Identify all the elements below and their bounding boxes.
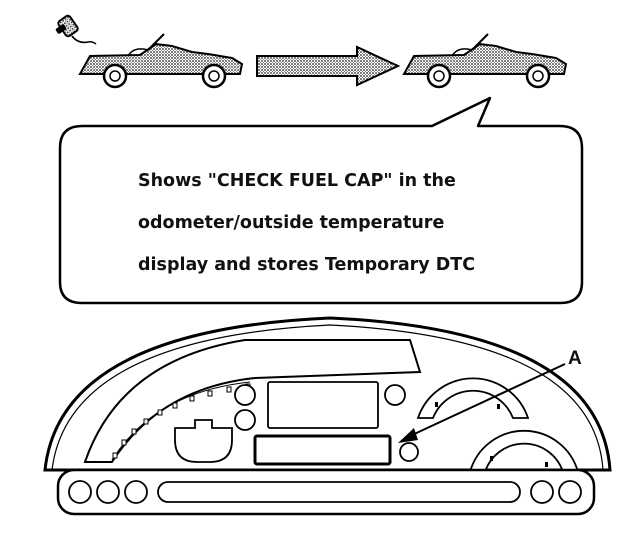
car-after-icon — [402, 33, 568, 89]
car-before-icon — [78, 33, 244, 89]
transition-arrow-icon — [256, 45, 401, 87]
fuel-cap-icon — [55, 14, 97, 45]
callout-line-3: display and stores Temporary DTC — [138, 255, 476, 275]
instrument-cluster — [43, 316, 612, 516]
callout-text: Shows "CHECK FUEL CAP" in the odometer/o… — [138, 160, 558, 286]
label-a: A — [568, 348, 582, 369]
callout-bubble — [58, 96, 584, 305]
odometer-display — [253, 434, 392, 466]
callout-line-1: Shows "CHECK FUEL CAP" in the — [138, 171, 456, 191]
callout-line-2: odometer/outside temperature — [138, 213, 445, 233]
leader-line-a — [398, 363, 566, 443]
